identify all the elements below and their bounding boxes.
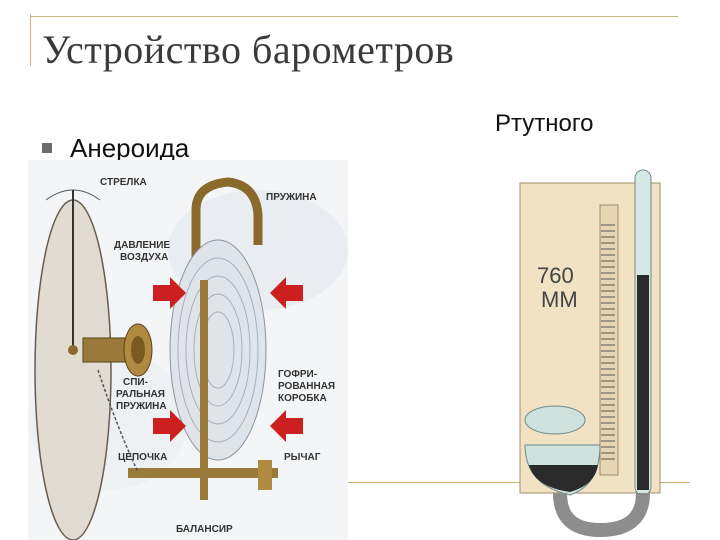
balance-arm: [128, 468, 278, 478]
box-ring: [177, 257, 259, 443]
label-strelka: СТРЕЛКА: [100, 177, 147, 188]
label-spiral-3: ПРУЖИНА: [116, 401, 167, 412]
label-davlenie-2: ВОЗДУХА: [120, 252, 168, 263]
balance-weight: [258, 460, 272, 490]
label-cepochka: ЦЕПОЧКА: [118, 452, 167, 463]
reading-unit: ММ: [541, 287, 578, 312]
pressure-arrow-icon: [270, 410, 303, 442]
box-ring: [193, 293, 243, 407]
pressure-arrow-icon: [153, 410, 186, 442]
reservoir-bowl-top: [524, 405, 586, 435]
reading-value: 760: [537, 263, 574, 288]
label-spiral-2: РАЛЬНАЯ: [116, 389, 165, 400]
spring-arc: [191, 177, 263, 410]
mercury-barometer-label: Ртутного: [495, 110, 594, 137]
scale-ticks: [601, 224, 615, 460]
box-ring: [185, 275, 251, 425]
label-balansir: БАЛАНСИР: [176, 524, 233, 535]
decor-bottom-line: [30, 482, 690, 483]
mercury-barometer-diagram: 760 ММ: [519, 169, 661, 538]
pointer-hub: [68, 345, 78, 355]
slide-title: Устройство барометров: [42, 27, 455, 72]
chain: [97, 369, 139, 473]
pressure-arrow-icon: [153, 277, 186, 309]
pressure-arrow-icon: [270, 277, 303, 309]
spiral-spring-core: [131, 336, 145, 364]
label-spiral-1: СПИ-: [123, 377, 148, 388]
label-gofr-3: КОРОБКА: [278, 393, 327, 404]
label-pruzhina: ПРУЖИНА: [266, 192, 317, 203]
bullet-square-icon: [42, 143, 52, 153]
corrugated-box: [169, 239, 267, 461]
reservoir-mercury: [529, 465, 598, 492]
lever-rod: [200, 280, 208, 500]
mercury-column: [637, 275, 649, 490]
label-gofr-1: ГОФРИ-: [278, 369, 317, 380]
label-gofr-2: РОВАННАЯ: [278, 381, 335, 392]
label-davlenie-1: ДАВЛЕНИЕ: [114, 240, 170, 251]
decor-vertical-line: [30, 14, 31, 66]
decor-top-line: [30, 16, 678, 17]
aneroid-barometer-diagram: СТРЕЛКА ПРУЖИНА ДАВЛЕНИЕ ВОЗДУХА СПИ- РА…: [28, 160, 348, 540]
bullet-aneroid-label: Анероида: [70, 133, 190, 163]
u-bend-tube: [553, 492, 650, 538]
label-rychag: РЫЧАГ: [284, 452, 321, 463]
